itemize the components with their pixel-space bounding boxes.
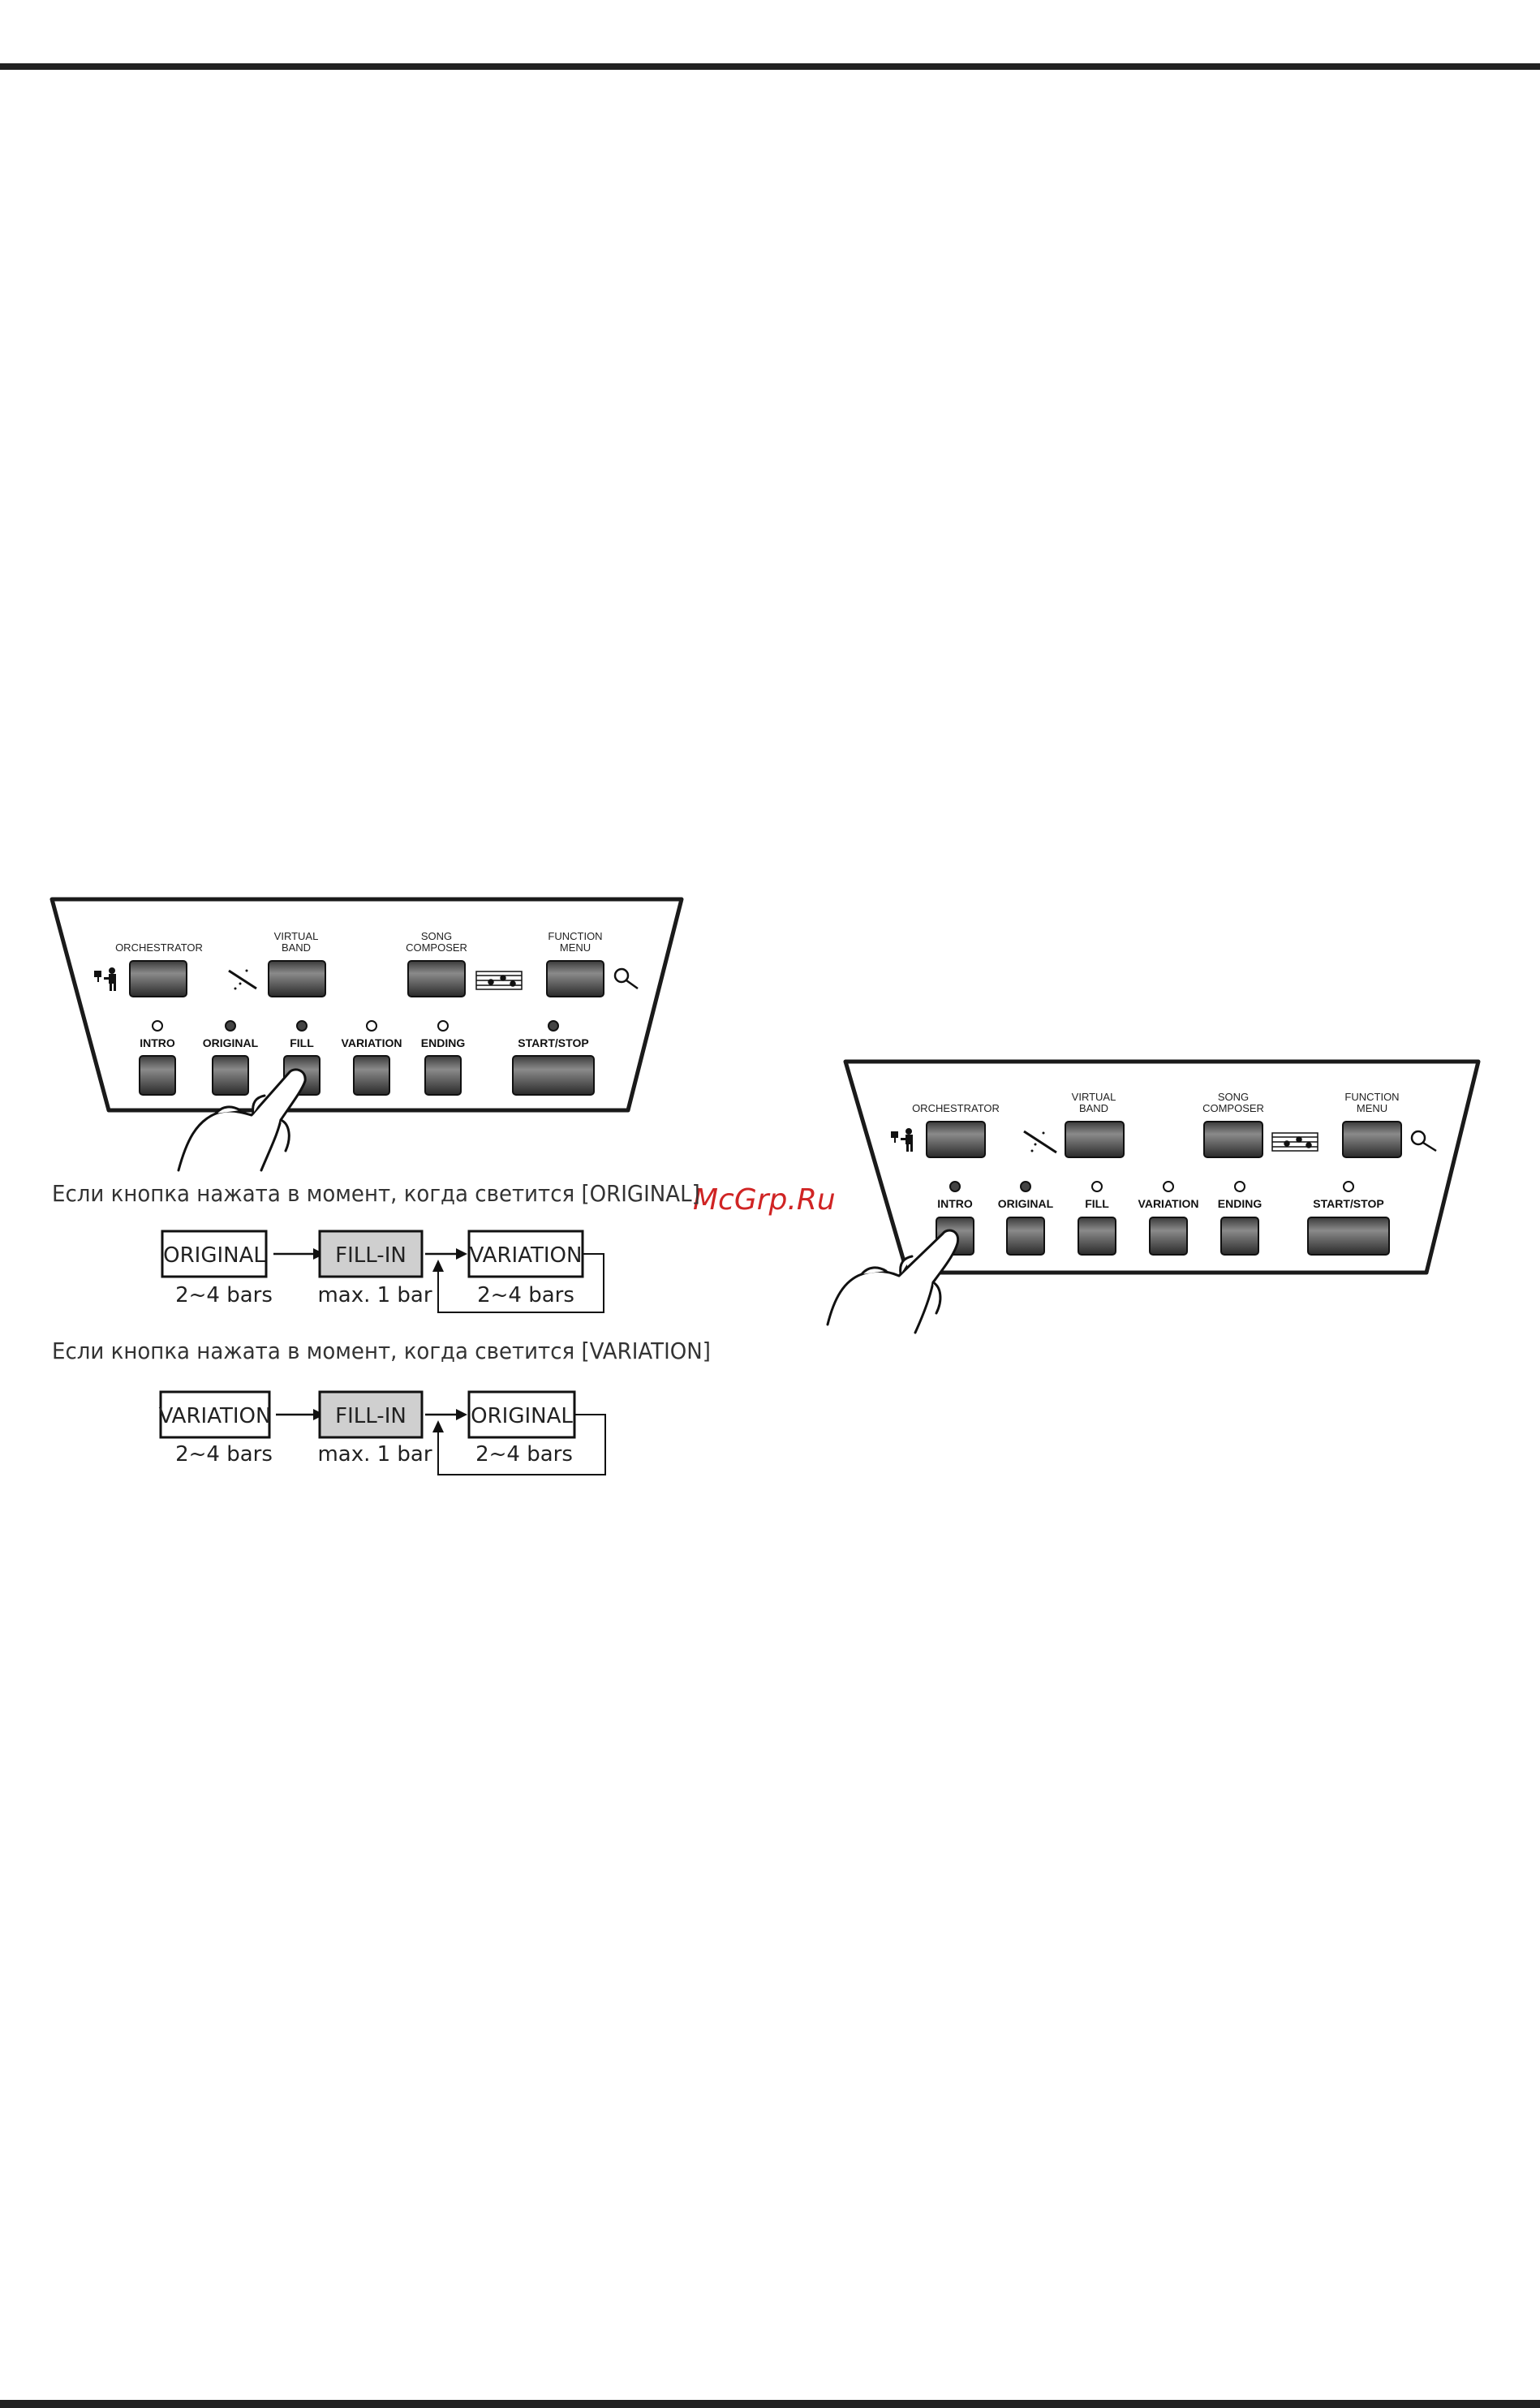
top-rule [0,63,1540,70]
fill-button[interactable] [1078,1217,1116,1256]
song-composer-label-1: SONG [1218,1091,1249,1103]
flow-box-original [161,1230,268,1278]
variation-label: VARIATION [1138,1197,1199,1210]
music-staff-icon [475,971,523,990]
flow-box-fill-in [318,1390,424,1439]
flow-variation-caption: Если кнопка нажата в момент, когда свети… [52,1338,711,1364]
flow-box-original-label: ORIGINAL [471,1404,573,1428]
flow-box-variation-label: VARIATION [470,1243,583,1268]
variation-button[interactable] [353,1055,390,1096]
start-stop-button[interactable] [512,1055,595,1096]
fill-label: FILL [290,1036,314,1049]
orchestrator-button[interactable] [926,1121,986,1158]
ending-label: ENDING [1218,1197,1263,1210]
original-label: ORIGINAL [998,1197,1054,1210]
intro-label: INTRO [140,1036,175,1049]
orchestrator-icon [94,967,116,991]
function-menu-label-1: FUNCTION [548,930,602,942]
orchestrator-icon [891,1128,913,1152]
flow-diagram-original: ORIGINAL 2~4 bars FILL-IN max. 1 bar VAR… [161,1230,604,1313]
flow-box-fill-in-label: FILL-IN [335,1404,407,1428]
song-composer-button[interactable] [1203,1121,1263,1158]
pressing-hand-icon [177,1068,307,1172]
function-menu-label-2: MENU [560,941,591,954]
function-menu-button[interactable] [546,960,604,997]
ending-button[interactable] [1220,1217,1259,1256]
start-stop-led [1343,1181,1354,1192]
original-button[interactable] [1006,1217,1045,1256]
original-label: ORIGINAL [203,1036,259,1049]
virtual-band-label-1: VIRTUAL [274,930,319,942]
fill-label: FILL [1085,1197,1109,1210]
flow-box-fill-in [318,1230,424,1278]
flow-diagram-variation: VARIATION 2~4 bars FILL-IN max. 1 bar OR… [159,1390,606,1475]
intro-button[interactable] [139,1055,176,1096]
music-staff-icon [1271,1132,1318,1152]
intro-led [152,1020,163,1032]
function-menu-label-2: MENU [1357,1102,1387,1114]
original-led [225,1020,236,1032]
flow-box-variation-label: VARIATION [159,1404,272,1428]
control-panel-right: ORCHESTRATOR VIRTUAL BAND SONG COMPOSER … [826,1059,1481,1334]
flow-box-variation-sub: 2~4 bars [175,1442,273,1467]
variation-label: VARIATION [342,1036,402,1049]
virtual-band-label-2: BAND [1079,1102,1108,1114]
ending-led [437,1020,449,1032]
ending-label: ENDING [421,1036,466,1049]
flow-box-original-sub: 2~4 bars [175,1283,273,1307]
flow-box-fill-in-sub: max. 1 bar [317,1283,432,1307]
orchestrator-button[interactable] [129,960,187,997]
watermark: McGrp.Ru [693,1183,836,1217]
flow-box-variation [467,1230,584,1278]
song-composer-button[interactable] [407,960,466,997]
flow-box-variation [159,1390,271,1439]
start-stop-label: START/STOP [518,1036,588,1049]
flow-box-variation-sub: 2~4 bars [477,1283,574,1307]
flow-box-original-label: ORIGINAL [163,1243,265,1268]
ending-button[interactable] [424,1055,462,1096]
intro-led [949,1181,961,1192]
function-menu-label-1: FUNCTION [1344,1091,1399,1103]
song-composer-label-1: SONG [421,930,452,942]
magic-wand-icon [228,969,257,990]
virtual-band-button[interactable] [268,960,326,997]
orchestrator-label: ORCHESTRATOR [912,1102,1000,1114]
variation-led [366,1020,377,1032]
ending-led [1234,1181,1245,1192]
start-stop-label: START/STOP [1313,1197,1383,1210]
bottom-rule [0,2400,1540,2408]
song-composer-label-2: COMPOSER [1202,1102,1264,1114]
original-led [1020,1181,1031,1192]
flow-original-caption: Если кнопка нажата в момент, когда свети… [52,1180,700,1207]
fill-led [1091,1181,1103,1192]
flow-box-original-sub: 2~4 bars [475,1442,573,1467]
orchestrator-label: ORCHESTRATOR [115,941,203,954]
virtual-band-button[interactable] [1065,1121,1125,1158]
variation-led [1163,1181,1174,1192]
start-stop-button[interactable] [1307,1217,1390,1256]
start-stop-led [548,1020,559,1032]
flow-box-fill-in-sub: max. 1 bar [317,1442,432,1467]
variation-button[interactable] [1149,1217,1188,1256]
flow-box-fill-in-label: FILL-IN [335,1243,407,1268]
flow-box-original [467,1390,576,1439]
original-button[interactable] [212,1055,249,1096]
magnifier-icon [1410,1130,1437,1152]
function-menu-button[interactable] [1342,1121,1402,1158]
song-composer-label-2: COMPOSER [406,941,467,954]
fill-led [296,1020,308,1032]
magic-wand-icon [1023,1130,1057,1154]
intro-label: INTRO [937,1197,973,1210]
pressing-hand-icon [826,1229,960,1334]
magnifier-icon [613,967,639,990]
virtual-band-label-1: VIRTUAL [1072,1091,1116,1103]
control-panel-left: ORCHESTRATOR VIRTUAL BAND SONG COMPOSER … [49,897,684,1172]
virtual-band-label-2: BAND [282,941,311,954]
